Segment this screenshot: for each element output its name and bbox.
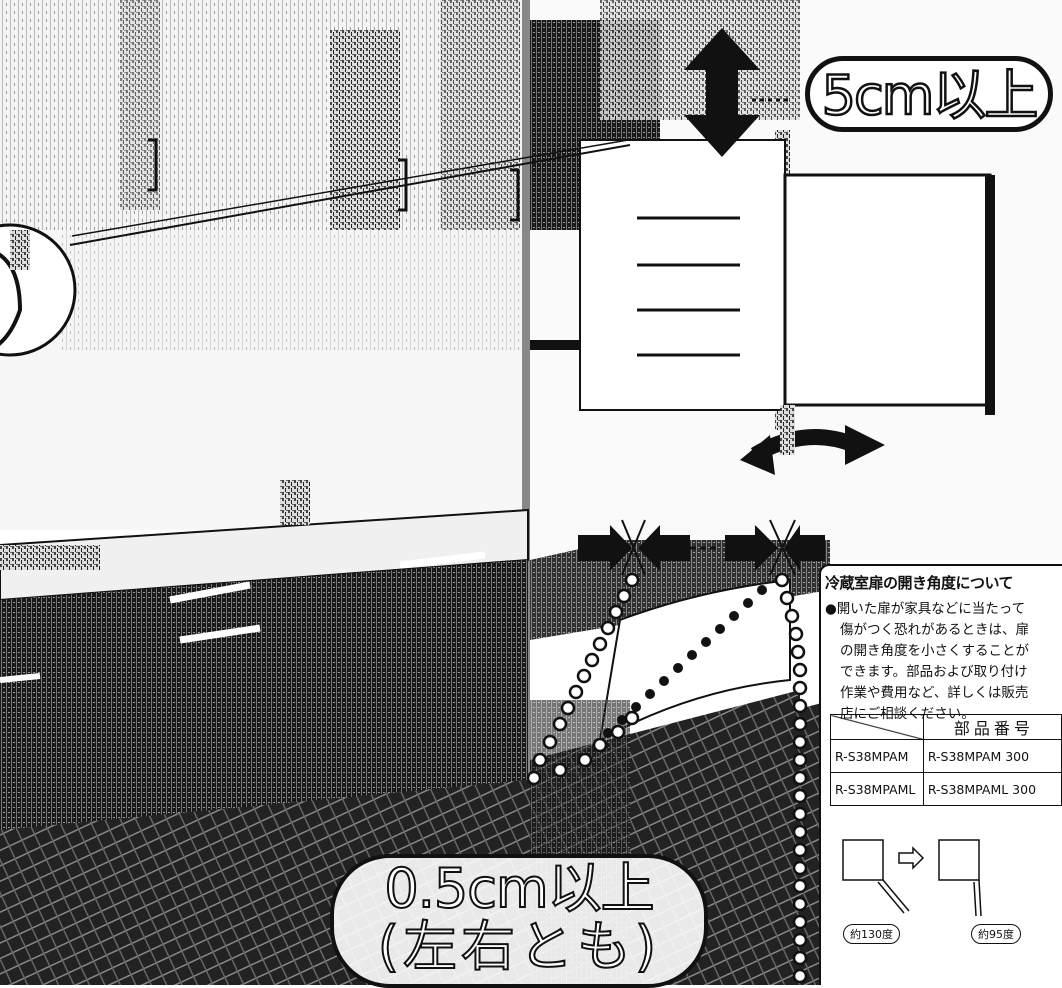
parts-table: 部品番号 R-S38MPAM R-S38MPAM 300 R-S38MPAML … bbox=[830, 714, 1062, 806]
part-number-header: 部品番号 bbox=[922, 714, 1062, 740]
part-cell: R-S38MPAM 300 bbox=[922, 739, 1062, 773]
table-corner-cell bbox=[830, 714, 924, 740]
top-clearance-label: 5cm以上 bbox=[805, 56, 1053, 132]
part-cell: R-S38MPAML 300 bbox=[922, 772, 1062, 806]
note-line: 作業や費用など、詳しくは販売 bbox=[840, 685, 1029, 701]
table-row: R-S38MPAM R-S38MPAM 300 bbox=[830, 739, 1062, 773]
note-line: できます。部品および取り付け bbox=[840, 664, 1028, 680]
side-clearance-label: 0.5cm以上 (左右とも) bbox=[330, 854, 708, 988]
model-cell: R-S38MPAM bbox=[830, 739, 924, 773]
angle-before-badge: 約130度 bbox=[843, 924, 900, 944]
table-row: R-S38MPAML R-S38MPAML 300 bbox=[830, 772, 1062, 806]
side-clearance-line2: (左右とも) bbox=[377, 915, 661, 978]
lower-cabinets bbox=[0, 560, 528, 850]
note-line: 傷がつく恐れがあるときは、扉 bbox=[840, 622, 1029, 638]
note-bullet: ●開いた扉が家具などに当たって 傷がつく恐れがあるときは、扉 の開き角度を小さく… bbox=[825, 599, 1062, 725]
door-angle-note: 冷蔵室扉の開き角度について ●開いた扉が家具などに当たって 傷がつく恐れがあると… bbox=[819, 564, 1062, 985]
note-title: 冷蔵室扉の開き角度について bbox=[825, 574, 1014, 592]
note-line: ●開いた扉が家具などに当たって bbox=[825, 601, 1026, 617]
note-line: の開き角度を小さくすることが bbox=[840, 643, 1029, 659]
model-cell: R-S38MPAML bbox=[830, 772, 924, 806]
clearance-dotted-lines bbox=[526, 572, 808, 984]
angle-after-badge: 約95度 bbox=[971, 924, 1021, 944]
side-clearance-line1: 0.5cm以上 bbox=[383, 857, 655, 920]
side-clearance-arrows bbox=[578, 519, 825, 576]
vertical-clearance-arrow bbox=[684, 28, 790, 157]
refrigerator bbox=[579, 139, 786, 411]
